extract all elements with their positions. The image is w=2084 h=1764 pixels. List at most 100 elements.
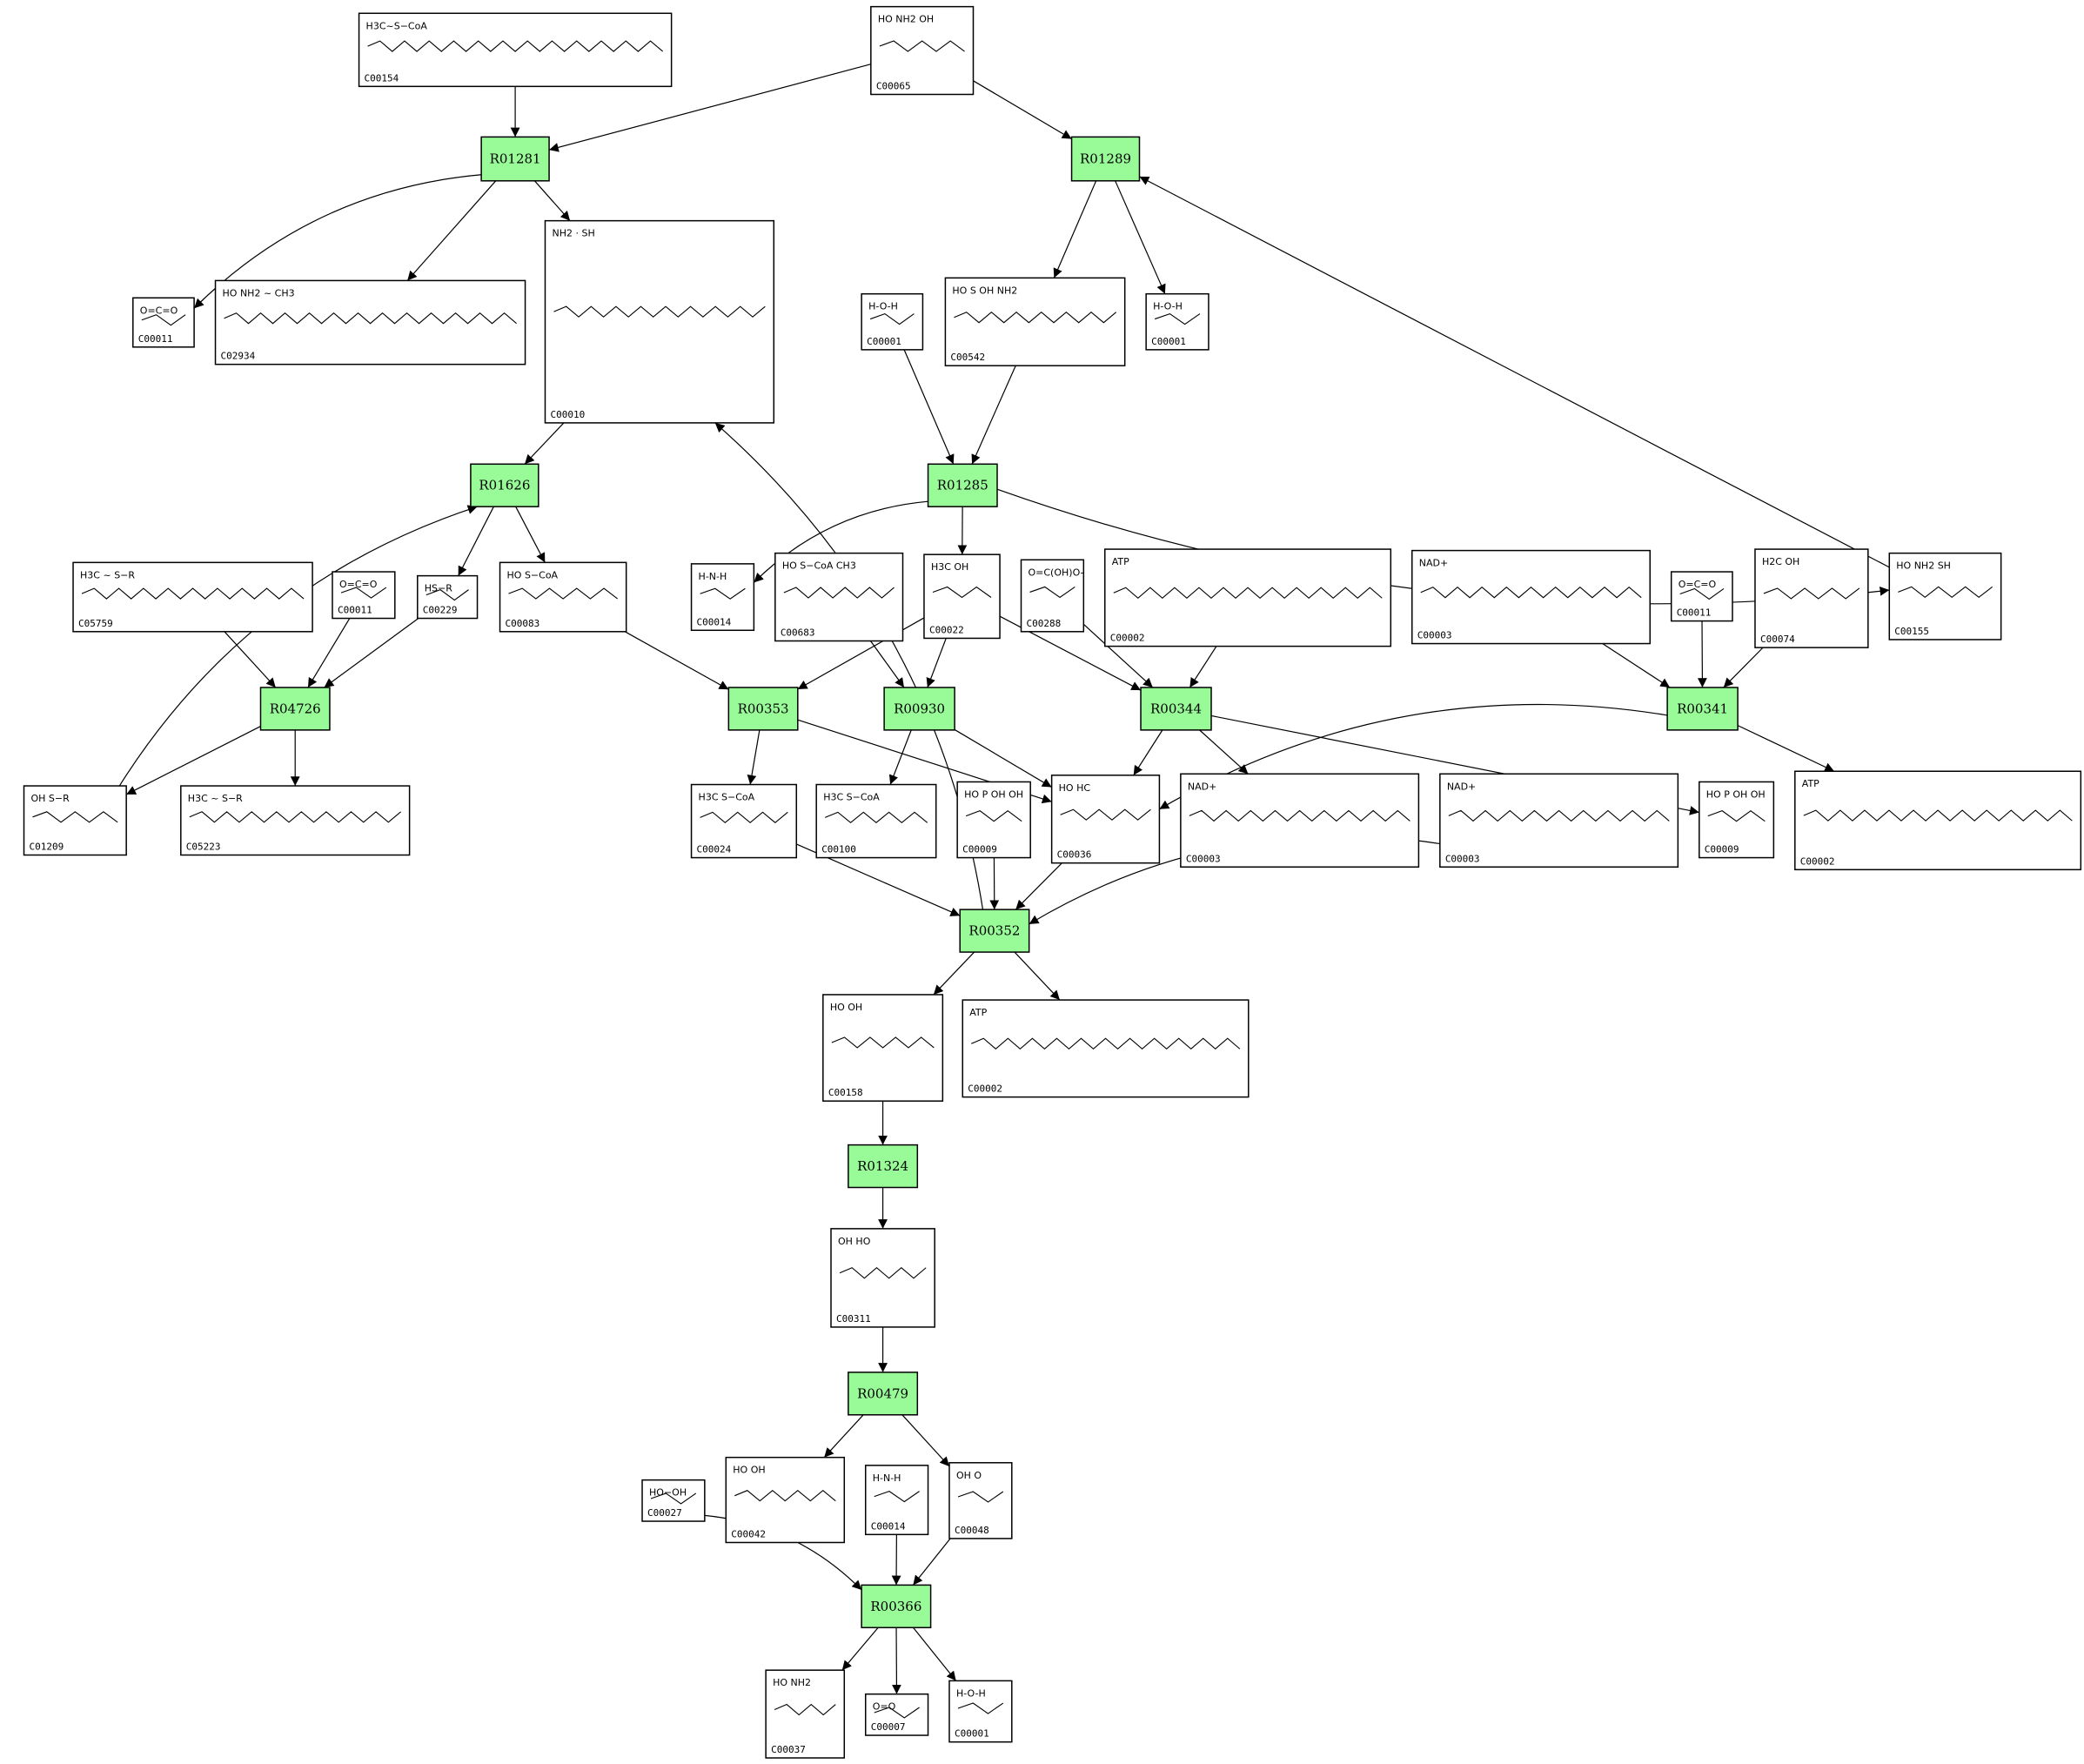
reaction-r01289[interactable]: R01289: [1070, 136, 1141, 182]
compound-id: C00014: [871, 1520, 906, 1532]
reaction-box: [883, 687, 955, 731]
reaction-r00341[interactable]: R00341: [1666, 687, 1739, 731]
structure-bonds: [650, 1492, 697, 1505]
structure-label: HO S OH NH2: [952, 285, 1017, 296]
compound-box: [690, 783, 798, 859]
reaction-r01281[interactable]: R01281: [480, 136, 550, 182]
structure-label: HO−OH: [649, 1487, 687, 1499]
compound-id: C00683: [781, 627, 815, 638]
reaction-r00479[interactable]: R00479: [848, 1372, 919, 1416]
compound-box: [948, 1462, 1013, 1539]
reaction-r01285[interactable]: R01285: [927, 463, 998, 507]
compound-box: [765, 1669, 846, 1759]
compound-box: [864, 1465, 929, 1536]
compound-id: C05223: [186, 842, 221, 853]
edge-r01289-to-c00001_b: [1115, 180, 1166, 294]
compound-id: C00037: [771, 1744, 806, 1755]
reaction-r00344[interactable]: R00344: [1140, 687, 1212, 731]
compound-c00003[interactable]: NAD+C00003: [1180, 773, 1420, 869]
reaction-r01324[interactable]: R01324: [848, 1144, 919, 1189]
compound-id: C00003: [1186, 853, 1221, 864]
structure-label: ATP: [1112, 556, 1129, 567]
reaction-r01626[interactable]: R01626: [470, 463, 539, 507]
edge-c05759-to-r04726: [224, 631, 277, 688]
structure-label: H-O-H: [956, 1687, 986, 1699]
structure-bonds: [824, 811, 928, 824]
edge-r00479-to-c00042: [823, 1414, 864, 1459]
compound-box: [1888, 552, 2002, 641]
edge-r00352-to-c00002_c: [1014, 951, 1061, 1001]
reaction-r00930[interactable]: R00930: [883, 687, 955, 731]
edge-r00353-to-c00024: [747, 729, 761, 785]
compound-id: C00011: [1677, 607, 1712, 619]
edge-r01626-to-c00229: [458, 506, 494, 576]
compound-box: [1699, 781, 1775, 859]
structure-label: HO S−CoA CH3: [782, 560, 856, 572]
compound-box: [1180, 773, 1420, 869]
reaction-r04726[interactable]: R04726: [259, 687, 331, 731]
compound-c00003[interactable]: NAD+C00003: [1439, 773, 1679, 869]
structure-label: H3C S−CoA: [699, 792, 755, 803]
edge-c00083-to-r00353: [624, 631, 729, 690]
edge-c00010-to-r01626: [524, 422, 565, 465]
edge-r01289-to-c00542: [1053, 180, 1097, 278]
compound-id: C01209: [30, 842, 64, 853]
compound-box: [1050, 775, 1161, 864]
reaction-id: R01285: [937, 478, 988, 493]
reaction-r00366[interactable]: R00366: [861, 1584, 932, 1629]
reaction-box: [959, 909, 1030, 953]
structure-label: HO OH: [830, 1002, 862, 1013]
reaction-r00352[interactable]: R00352: [959, 909, 1030, 953]
compound-id: C00155: [1894, 626, 1929, 637]
compound-c00288[interactable]: O=C(OH)O-C00288: [1020, 559, 1085, 633]
structure-label: NAD+: [1419, 558, 1448, 569]
reaction-id: R00366: [870, 1599, 921, 1614]
edge-c00155-to-r01289: [1139, 176, 1890, 568]
structure-bonds: [1029, 586, 1076, 599]
compound-box: [72, 561, 313, 633]
structure-bonds: [1898, 586, 1993, 599]
compound-id: C05759: [78, 618, 113, 629]
reaction-id: R01626: [479, 478, 530, 493]
compound-c00003[interactable]: NAD+C00003: [1411, 549, 1651, 645]
edge-r00344-to-c00036: [1133, 729, 1163, 776]
reaction-r00353[interactable]: R00353: [727, 687, 799, 731]
